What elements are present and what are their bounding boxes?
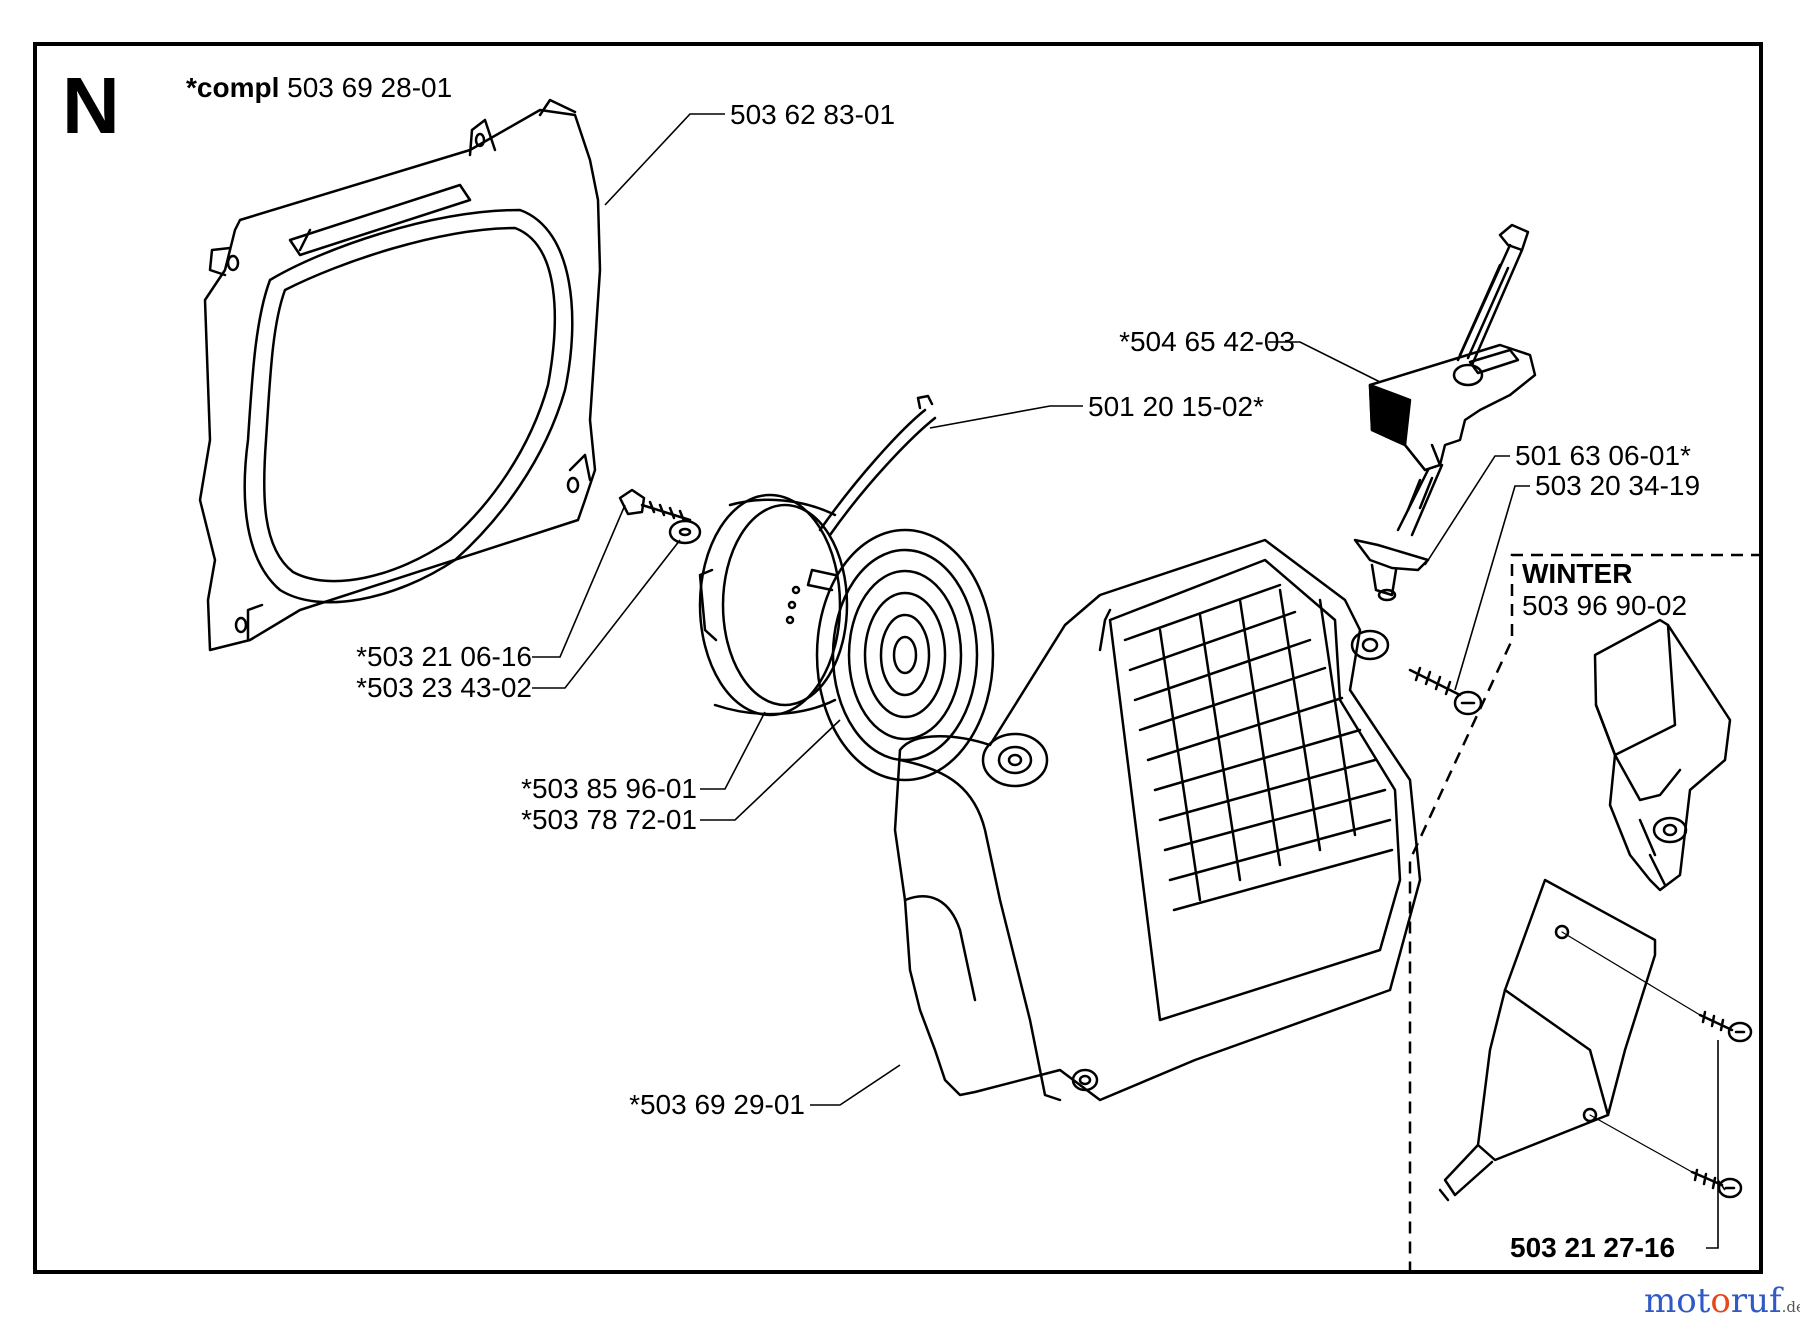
watermark-tld: .de bbox=[1781, 1298, 1800, 1316]
leader-screw bbox=[532, 504, 626, 658]
leader-starter-handle bbox=[1268, 341, 1381, 383]
winter-kit-frame bbox=[1408, 553, 1763, 1274]
leader-lines bbox=[532, 113, 1726, 1249]
leader-starter-rope bbox=[929, 405, 1083, 429]
leader-washer bbox=[532, 539, 681, 689]
part-label-starter-rope: 501 20 15-02* bbox=[1088, 391, 1264, 422]
winter-deflector-drawing bbox=[1593, 618, 1732, 892]
diagram-frame bbox=[33, 42, 1763, 1274]
assembly-prefix: *compl bbox=[186, 72, 280, 103]
part-label-washer: *503 23 43-02 bbox=[356, 672, 532, 703]
winter-kit-screw-number: 503 21 27-16 bbox=[1510, 1232, 1676, 1263]
part-label-pulley: *503 85 96-01 bbox=[521, 773, 697, 804]
leader-winter-screw-upper bbox=[1706, 1040, 1719, 1249]
guide-screw-drawing bbox=[1408, 666, 1483, 716]
winter-screw-thin-lines bbox=[1561, 931, 1701, 1173]
watermark-part1: mot bbox=[1644, 1281, 1711, 1321]
watermark-part3: ruf bbox=[1730, 1281, 1782, 1321]
winter-screw-top-drawing bbox=[1698, 1010, 1753, 1043]
assembly-label: *compl 503 69 28-01 bbox=[186, 74, 452, 102]
part-label-fan-housing: 503 62 83-01 bbox=[730, 99, 896, 130]
recoil-spring-drawing bbox=[806, 528, 995, 782]
assembly-number: 503 69 28-01 bbox=[287, 72, 453, 103]
leader-spring bbox=[700, 719, 841, 821]
starter-cover-drawing bbox=[893, 538, 1422, 1102]
starter-handle-drawing bbox=[1368, 223, 1537, 537]
section-letter: N bbox=[62, 61, 120, 150]
part-label-guide-screw: 503 20 34-19 bbox=[1535, 470, 1701, 501]
winter-screw-bottom-drawing bbox=[1690, 1168, 1743, 1199]
watermark-part2: o bbox=[1710, 1281, 1731, 1321]
part-label-starter-handle: *504 65 42-03 bbox=[1119, 326, 1295, 357]
winter-kit-title: WINTER bbox=[1522, 558, 1633, 589]
leader-pulley bbox=[700, 711, 766, 790]
leader-winter-screw-lower bbox=[1717, 1179, 1726, 1191]
winter-kit-number: 503 96 90-02 bbox=[1522, 590, 1688, 621]
starter-pulley-drawing bbox=[698, 394, 937, 717]
leader-guide-screw bbox=[1454, 485, 1530, 691]
leader-starter-cover bbox=[810, 1064, 901, 1106]
leader-fan-housing bbox=[604, 113, 725, 206]
rope-guide-drawing bbox=[1353, 538, 1430, 602]
part-label-starter-cover: *503 69 29-01 bbox=[629, 1089, 805, 1120]
part-label-spring: *503 78 72-01 bbox=[521, 804, 697, 835]
winter-plate-drawing bbox=[1438, 878, 1657, 1202]
leader-rope-guide bbox=[1424, 455, 1510, 566]
watermark-logo: motoruf.de bbox=[1644, 1284, 1800, 1318]
screw-washer-drawing bbox=[618, 488, 702, 545]
part-label-screw: *503 21 06-16 bbox=[356, 641, 532, 672]
part-label-rope-guide: 501 63 06-01* bbox=[1515, 440, 1691, 471]
fan-housing-drawing bbox=[198, 98, 602, 652]
